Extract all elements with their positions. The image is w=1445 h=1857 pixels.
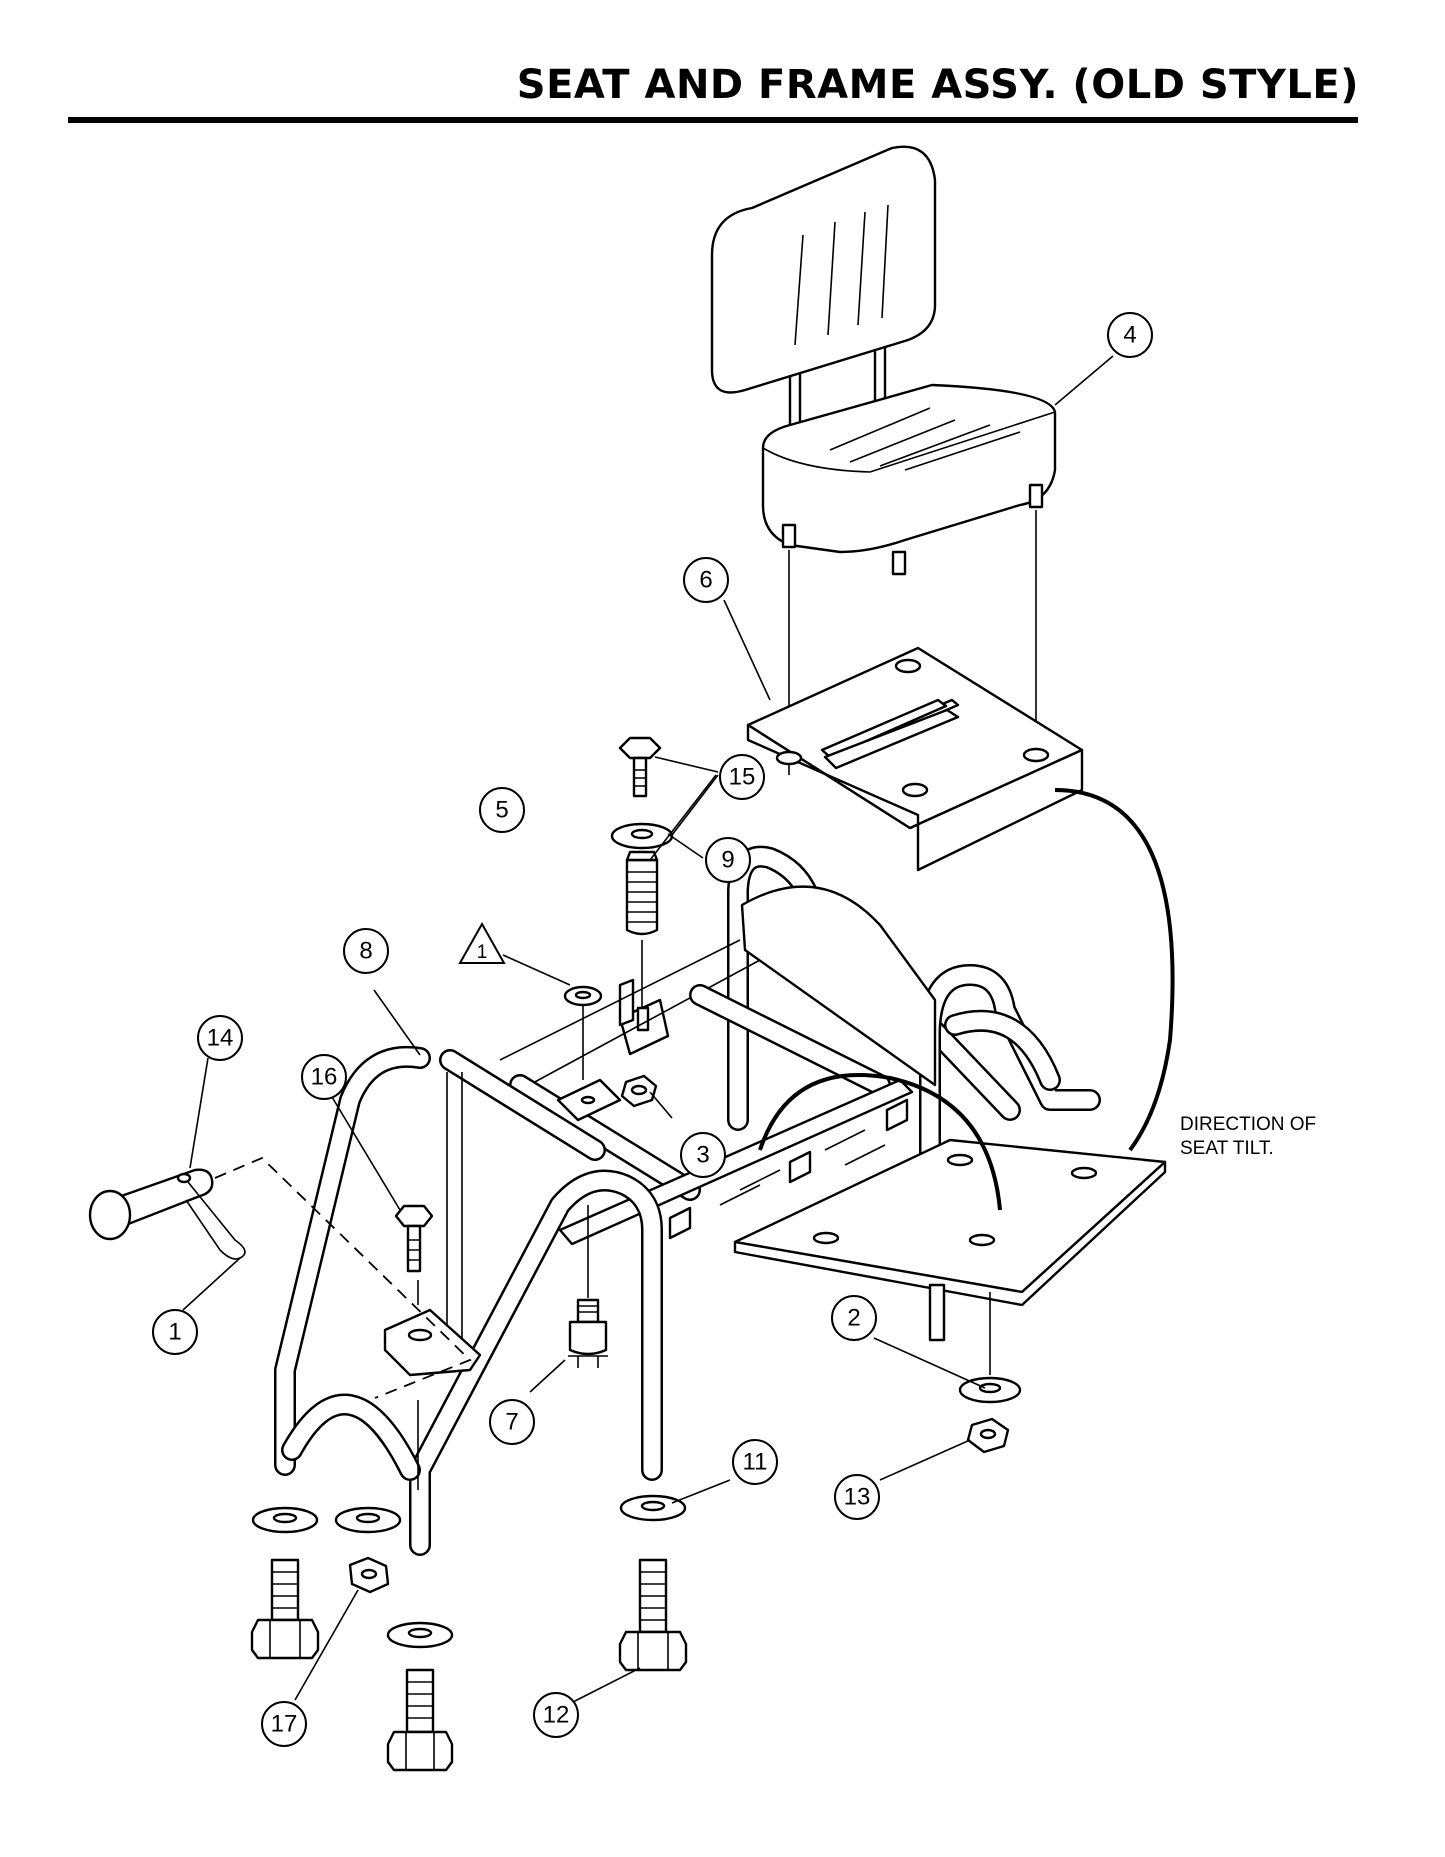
- callout-3: 3: [680, 1132, 726, 1178]
- cushion-stitching: [829, 407, 1021, 471]
- svg-text:4: 4: [1123, 322, 1136, 349]
- svg-text:1: 1: [168, 1319, 181, 1346]
- svg-text:2: 2: [847, 1305, 860, 1332]
- note-triangle: 1: [458, 921, 603, 1080]
- lower-hardware: [250, 1204, 1022, 1772]
- callout-16: 17: [261, 1701, 307, 1747]
- svg-text:6: 6: [699, 567, 712, 594]
- callout-1: 1: [152, 1309, 198, 1355]
- bolt-17-head: [394, 1204, 434, 1228]
- callout-8: 8: [343, 928, 389, 974]
- bolt-15-head: [618, 736, 662, 760]
- svg-text:5: 5: [495, 797, 508, 824]
- platform-edge: [733, 1160, 1167, 1307]
- callout-7: 7: [489, 1399, 535, 1445]
- callout-9: 9: [705, 837, 751, 883]
- seat-stud: [1028, 483, 1044, 509]
- svg-text:12: 12: [543, 1702, 570, 1729]
- svg-text:3: 3: [696, 1142, 709, 1169]
- mount-hole: [1022, 747, 1050, 763]
- mount-hole: [775, 750, 803, 766]
- cushion-top-edge: [762, 411, 1056, 473]
- pin-14-shaft: [108, 1168, 214, 1230]
- note-triangle-label: 1: [477, 942, 488, 963]
- tilt-arc-right: [1054, 788, 1175, 1152]
- frame-base-plate: [383, 1308, 482, 1377]
- svg-text:7: 7: [505, 1409, 518, 1436]
- bolt-left-head: [250, 1618, 320, 1660]
- svg-text:11: 11: [743, 1449, 768, 1476]
- mount-hole: [894, 658, 922, 674]
- bumper-7-body: [568, 1320, 608, 1356]
- svg-text:14: 14: [207, 1025, 234, 1052]
- callout-13: 13: [834, 1474, 880, 1520]
- seat-mount-plate: [746, 646, 1084, 872]
- svg-text:16: 16: [311, 1064, 338, 1091]
- callout-14: 14: [197, 1015, 243, 1061]
- pin-14-head: [88, 1189, 132, 1241]
- callout-11: 11: [732, 1439, 778, 1485]
- bolt-left-shank: [270, 1558, 300, 1622]
- pivot-hardware: [610, 736, 674, 1108]
- mount-plate-side: [746, 723, 1084, 872]
- tilt-note-line2: SEAT TILT.: [1180, 1138, 1274, 1159]
- bumper-7-stud: [576, 1298, 600, 1324]
- callout-2: 2: [831, 1295, 877, 1341]
- svg-text:15: 15: [729, 764, 756, 791]
- frame-assembly: [274, 845, 1101, 1556]
- callout-17: 16: [301, 1054, 347, 1100]
- tilt-arc-front: [758, 1073, 1002, 1211]
- svg-text:8: 8: [359, 938, 372, 965]
- leader-lines: [182, 355, 1114, 1703]
- backrest-stitching: [794, 204, 889, 346]
- callout-4: 4: [1107, 312, 1153, 358]
- svg-text:17: 17: [271, 1711, 298, 1738]
- svg-text:13: 13: [844, 1484, 871, 1511]
- seat-assembly: [710, 145, 1057, 775]
- bolt-15-shank: [632, 756, 648, 798]
- callouts: 4 6 15 5 9 8 14 16 3 1 2 7 11 13 12 17: [152, 312, 1153, 1747]
- seat-backrest: [710, 145, 937, 394]
- spring-5: [625, 858, 659, 936]
- page-title: SEAT AND FRAME ASSY. (OLD STYLE): [516, 62, 1359, 108]
- bolt-12-head: [618, 1630, 688, 1672]
- seat-stud: [781, 523, 797, 549]
- callout-15: 15: [719, 754, 765, 800]
- mount-hole: [901, 782, 929, 798]
- bolt-17-shank: [406, 1224, 422, 1273]
- tilt-platform: [733, 1138, 1167, 1375]
- platform-stud: [928, 1283, 946, 1342]
- pin-path: [214, 1156, 472, 1399]
- seat-stud: [891, 550, 907, 576]
- mount-plate-slot: [820, 698, 948, 759]
- tilt-note-line1: DIRECTION OF: [1180, 1114, 1316, 1135]
- callout-12: 12: [533, 1692, 579, 1738]
- bolt-center-head: [386, 1730, 454, 1772]
- bolt-center-shank: [405, 1668, 435, 1734]
- callout-6: 6: [683, 557, 729, 603]
- mount-plate-slot: [823, 708, 960, 770]
- frame-back-panel: [740, 885, 937, 1087]
- svg-text:9: 9: [721, 847, 734, 874]
- callout-5: 5: [479, 787, 525, 833]
- title-rule: [68, 117, 1358, 123]
